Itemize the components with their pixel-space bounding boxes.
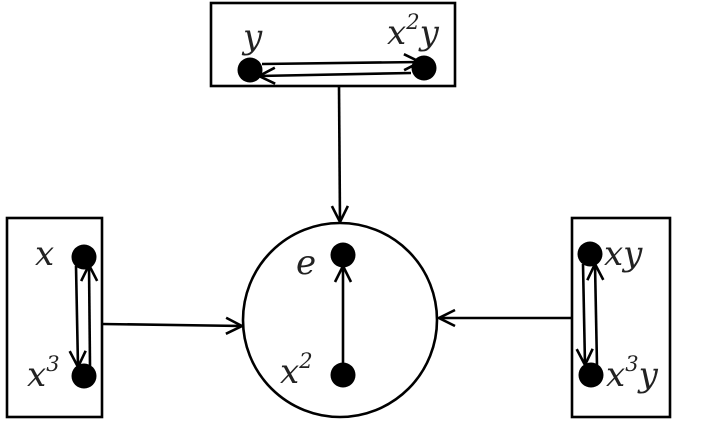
node-x-label: x (35, 234, 54, 274)
node-y-label: y (241, 17, 263, 57)
node-y-dot (237, 57, 263, 83)
left-arrow-x3-to-x (89, 265, 90, 367)
node-e-label: e (296, 243, 316, 283)
node-x3y-dot (578, 362, 604, 388)
node-e-dot (330, 242, 356, 268)
left-arrow-x-to-x3 (76, 265, 78, 367)
right-arrow-x3y-to-xy (595, 264, 597, 367)
node-x2y-dot (411, 55, 437, 81)
node-x2-dot (330, 362, 356, 388)
node-x3y-label: x3y (606, 352, 659, 395)
left-group: x x3 (5, 216, 104, 419)
top-group: y x2y (209, 1, 457, 88)
node-xy-dot (577, 241, 603, 267)
node-x-dot (71, 244, 97, 270)
node-x2-label: x2 (280, 349, 313, 392)
arrow-left-to-center (101, 324, 242, 326)
center-group: e x2 (241, 221, 439, 419)
top-group-box (209, 1, 457, 88)
node-xy-label: xy (604, 234, 643, 274)
right-group: xy x3y (570, 216, 672, 419)
right-arrow-xy-to-x3y (583, 263, 585, 365)
node-x3-dot (71, 363, 97, 389)
top-arrow-x2y-to-y (259, 73, 412, 76)
left-group-box (5, 216, 104, 419)
arrow-top-to-center (339, 85, 340, 222)
node-x3-label: x3 (27, 352, 60, 395)
top-arrow-y-to-x2y (261, 62, 420, 64)
node-x2y-label: x2y (387, 10, 440, 53)
